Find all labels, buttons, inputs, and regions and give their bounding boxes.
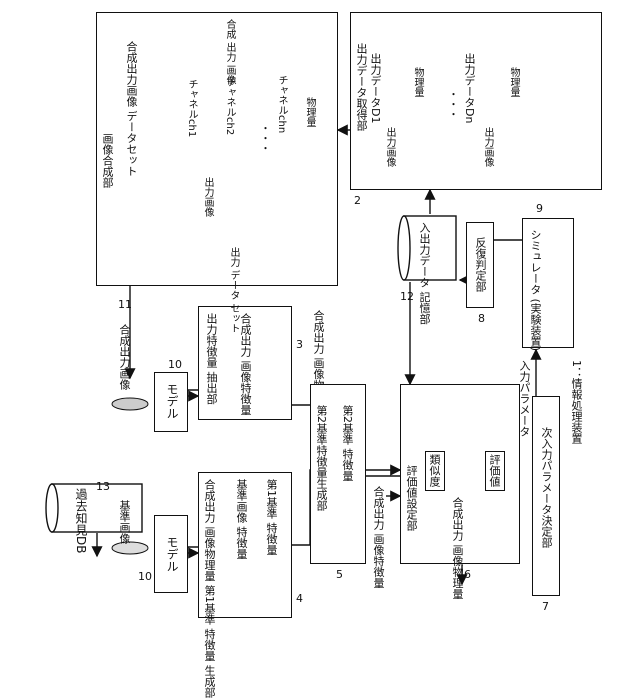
ref-image-label: 基準画像 <box>118 500 131 544</box>
model-left-box: モデル <box>154 515 188 593</box>
diagram: 過去知見DB 13 基準画像 モデル 10 合成出力 画像物理量 第1基準 特徴… <box>0 0 640 640</box>
similarity-box: 類似度 <box>425 451 445 491</box>
synth-out-image-top-label: 合成 出力 画像 <box>223 19 236 85</box>
phys-top-label: 物理量 <box>303 97 316 127</box>
out-feat-extract-label: 出力特徴量 抽出部 <box>205 313 218 405</box>
out-dataset-label: 出力 データ セット <box>227 247 240 333</box>
eval-block: 評価値設定部 類似度 評価値 合成出力 画像物理量 <box>400 384 520 564</box>
ref-image-feat-label: 基準画像 特徴量 <box>235 479 248 560</box>
out-image-d1-label: 出力画像 <box>383 127 396 167</box>
image-synth-label: 画像合成部 <box>101 133 114 188</box>
out-acq-label: 出力データ取得部 <box>355 43 368 131</box>
dots-d: ・・・ <box>445 89 458 119</box>
synth-out-image-phys-mid-label: 合成出力 画像物理量 <box>451 497 464 600</box>
data-d1-label: 出力データD1 <box>369 53 382 123</box>
synth-out-image-feat-label: 合成出力 画像特徴量 <box>239 313 252 416</box>
model-left-label: モデル <box>165 536 178 572</box>
synth-image-ellipse <box>112 398 148 410</box>
feat1-label: 第1基準 特徴量 <box>265 479 278 556</box>
ref-9: 9 <box>536 202 543 215</box>
feat1-block-label: 合成出力 画像物理量 第1基準 特徴量 生成部 <box>203 479 216 698</box>
model-right-label: モデル <box>165 383 178 419</box>
data-dn-label: 出力データDn <box>463 53 476 123</box>
model-right-box: モデル <box>154 372 188 432</box>
ref-5: 5 <box>336 568 343 581</box>
synth-dataset-label: 合成出力画像 データセット <box>125 41 138 177</box>
phys-dn-label: 物理量 <box>507 67 520 97</box>
feat2-label: 第2基準 特徴量 <box>341 405 354 482</box>
db-label: 過去知見DB <box>74 488 87 553</box>
eval-block-label: 評価値設定部 <box>405 465 418 531</box>
ref-6: 6 <box>464 568 471 581</box>
dots-ch: ・・・ <box>257 123 270 153</box>
out-image-label: 出力画像 <box>201 177 214 217</box>
simulator-block: シミュレータ (実験装置) <box>522 218 574 348</box>
phys-d1-label: 物理量 <box>411 67 424 97</box>
feat1-block: 合成出力 画像物理量 第1基準 特徴量 生成部 基準画像 特徴量 第1基準 特徴… <box>198 472 292 618</box>
io-store-label: 入出力データ 記憶部 <box>418 222 431 325</box>
out-acq-block: 出力データ取得部 出力データD1 出力データDn 出力画像 出力画像 物理量 物… <box>350 12 602 190</box>
synth-output-image-label: 合成出力画像 <box>118 324 131 390</box>
ref-2: 2 <box>354 194 361 207</box>
next-param-block: 次入力パラメータ決定部 <box>532 396 560 596</box>
out-feat-extract-block: 出力特徴量 抽出部 合成出力 画像特徴量 <box>198 306 292 420</box>
device-label: 1：情報処理装置 <box>570 360 583 444</box>
image-synth-block: 画像合成部 合成出力画像 データセット 合成 出力 画像 チャネルch1 チャネ… <box>96 12 338 286</box>
ref-7: 7 <box>542 600 549 613</box>
ch1-label: チャネルch1 <box>185 79 198 137</box>
ref-13: 13 <box>96 480 110 493</box>
ref-4: 4 <box>296 592 303 605</box>
ref-3: 3 <box>296 338 303 351</box>
ref-10b: 10 <box>168 358 182 371</box>
ch2-label: チャネルch2 <box>223 77 236 135</box>
eval-value-box: 評価値 <box>485 451 505 491</box>
out-image-dn-label: 出力画像 <box>481 127 494 167</box>
feat2-block: 第2基準特徴量生成部 第2基準 特徴量 <box>310 384 366 564</box>
feat2-block-label: 第2基準特徴量生成部 <box>315 405 328 511</box>
chn-label: チャネルchn <box>275 75 288 133</box>
synth-out-image-feat-mid-label: 合成出力 画像特徴量 <box>372 486 385 589</box>
input-params-label: 入力パラメータ <box>518 360 531 437</box>
ref-10a: 10 <box>138 570 152 583</box>
ref-8: 8 <box>478 312 485 325</box>
loop-judge-block: 反復判定部 <box>466 222 494 308</box>
ref-12: 12 <box>400 290 414 303</box>
ref-11: 11 <box>118 298 132 311</box>
